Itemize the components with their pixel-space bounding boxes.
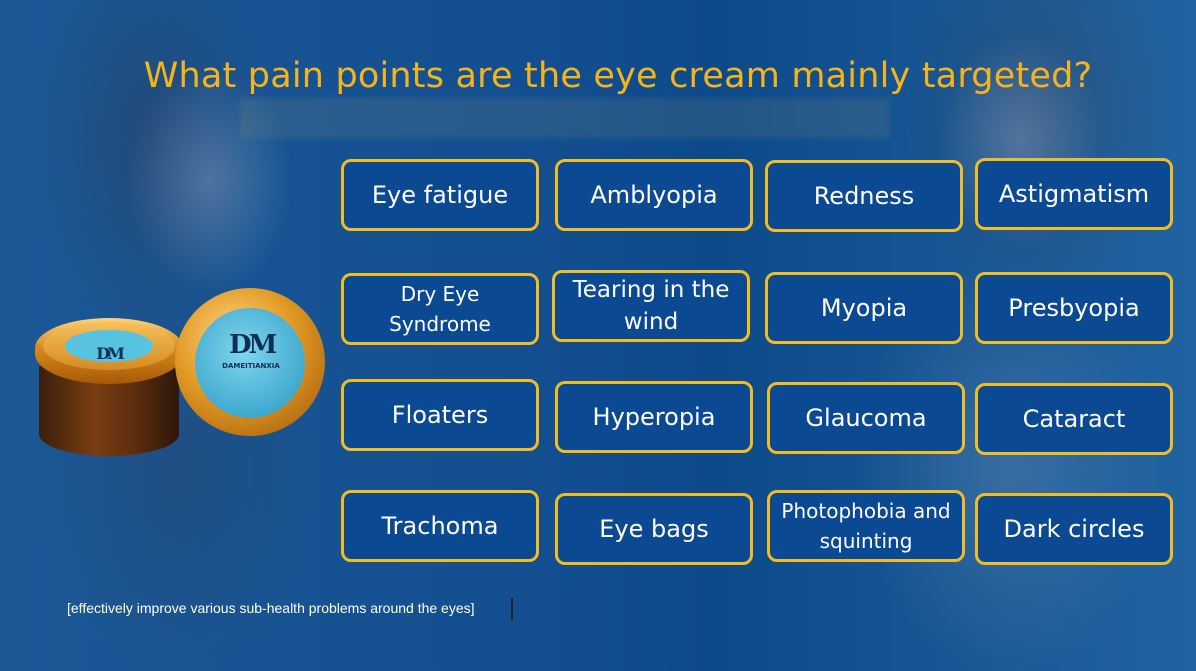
tag-glaucoma: Glaucoma bbox=[767, 382, 965, 454]
product-image: DM DM DAMEITIANXIA bbox=[30, 288, 330, 458]
tag-myopia: Myopia bbox=[765, 272, 963, 344]
jar-logo-mark: DM bbox=[96, 344, 125, 363]
tag-trachoma: Trachoma bbox=[341, 490, 539, 562]
tag-tearing-in-the-wind: Tearing in the wind bbox=[552, 270, 750, 342]
tag-redness: Redness bbox=[765, 160, 963, 232]
background-faded-text bbox=[240, 98, 890, 138]
text-cursor bbox=[511, 598, 513, 620]
jar-brand-name: DAMEITIANXIA bbox=[222, 362, 280, 370]
footnote: [effectively improve various sub-health … bbox=[67, 600, 475, 616]
product-jar-front: DM DAMEITIANXIA bbox=[175, 288, 325, 438]
tag-dry-eye-syndrome: Dry Eye Syndrome bbox=[341, 273, 539, 345]
pain-point-grid: Eye fatigue Amblyopia Redness Astigmatis… bbox=[341, 157, 1175, 565]
tag-hyperopia: Hyperopia bbox=[555, 381, 753, 453]
slide-title: What pain points are the eye cream mainl… bbox=[143, 56, 1093, 96]
tag-astigmatism: Astigmatism bbox=[975, 158, 1173, 230]
tag-presbyopia: Presbyopia bbox=[975, 272, 1173, 344]
tag-amblyopia: Amblyopia bbox=[555, 159, 753, 231]
tag-photophobia-and-squinting: Photophobia and squinting bbox=[767, 490, 965, 562]
tag-floaters: Floaters bbox=[341, 379, 539, 451]
tag-cataract: Cataract bbox=[975, 383, 1173, 455]
jar-logo-mark: DM bbox=[229, 330, 277, 360]
tag-eye-fatigue: Eye fatigue bbox=[341, 159, 539, 231]
tag-dark-circles: Dark circles bbox=[975, 493, 1173, 565]
tag-eye-bags: Eye bags bbox=[555, 493, 753, 565]
product-jar-side: DM bbox=[35, 318, 183, 458]
